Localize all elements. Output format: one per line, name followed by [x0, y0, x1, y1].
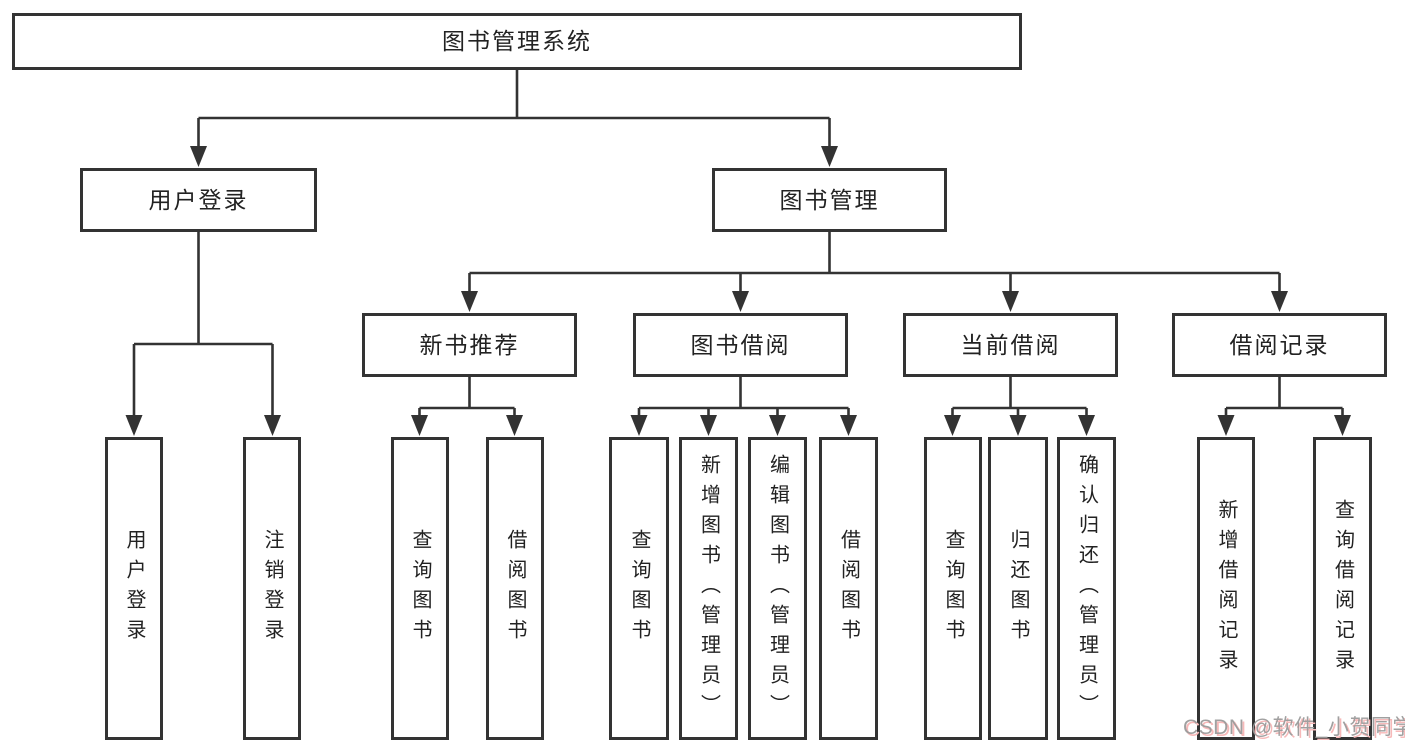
node-library-management-system: 图书管理系统 — [12, 13, 1022, 70]
node-label: 用户登录 — [148, 186, 249, 213]
node-label: 借阅记录 — [1229, 331, 1330, 358]
node-new-book-recommend: 新书推荐 — [362, 313, 577, 377]
node-label: 新书推荐 — [419, 331, 520, 358]
node-label: 借阅图书 — [837, 528, 860, 649]
node-label: 查询图书 — [628, 528, 650, 649]
leaf-bb-edit-books-admin: 编辑图书（管理员） — [748, 437, 807, 740]
arrow-down-icons — [125, 146, 1351, 436]
node-label: 新增借阅记录 — [1215, 498, 1237, 679]
node-label: 查询借阅记录 — [1331, 498, 1354, 679]
leaf-bb-query-books: 查询图书 — [609, 437, 669, 740]
node-label: 归还图书 — [1007, 528, 1029, 649]
node-book-management: 图书管理 — [712, 168, 947, 232]
node-label: 借阅图书 — [504, 528, 526, 649]
node-label: 图书借阅 — [690, 331, 791, 358]
csdn-watermark: CSDN @软件_小贺同学 — [1183, 716, 1405, 739]
node-current-borrow: 当前借阅 — [903, 313, 1118, 377]
connector-paths — [132, 70, 1344, 420]
leaf-br-query-record: 查询借阅记录 — [1313, 437, 1372, 740]
leaf-br-add-record: 新增借阅记录 — [1197, 437, 1255, 740]
leaf-cb-query-books: 查询图书 — [924, 437, 982, 740]
node-label: 注销登录 — [261, 528, 283, 649]
leaf-logout-login: 注销登录 — [243, 437, 301, 740]
leaf-nb-query-books: 查询图书 — [391, 437, 449, 740]
node-label: 当前借阅 — [960, 331, 1061, 358]
node-label: 查询图书 — [942, 528, 964, 649]
leaf-bb-add-books-admin: 新增图书（管理员） — [679, 437, 738, 740]
leaf-user-login: 用户登录 — [105, 437, 163, 740]
node-user-login-branch: 用户登录 — [80, 168, 317, 232]
node-label: 确认归还（管理员） — [1075, 453, 1098, 724]
node-label: 用户登录 — [123, 528, 145, 649]
node-book-borrow: 图书借阅 — [633, 313, 848, 377]
node-label: 查询图书 — [409, 528, 431, 649]
leaf-nb-borrow-books: 借阅图书 — [486, 437, 544, 740]
node-borrow-records: 借阅记录 — [1172, 313, 1387, 377]
node-label: 图书管理 — [779, 186, 880, 213]
node-label: 编辑图书（管理员） — [766, 453, 789, 724]
leaf-cb-confirm-return-admin: 确认归还（管理员） — [1057, 437, 1116, 740]
node-label: 新增图书（管理员） — [697, 453, 720, 724]
leaf-bb-borrow-books: 借阅图书 — [819, 437, 878, 740]
leaf-cb-return-books: 归还图书 — [988, 437, 1048, 740]
node-label: 图书管理系统 — [442, 28, 592, 54]
